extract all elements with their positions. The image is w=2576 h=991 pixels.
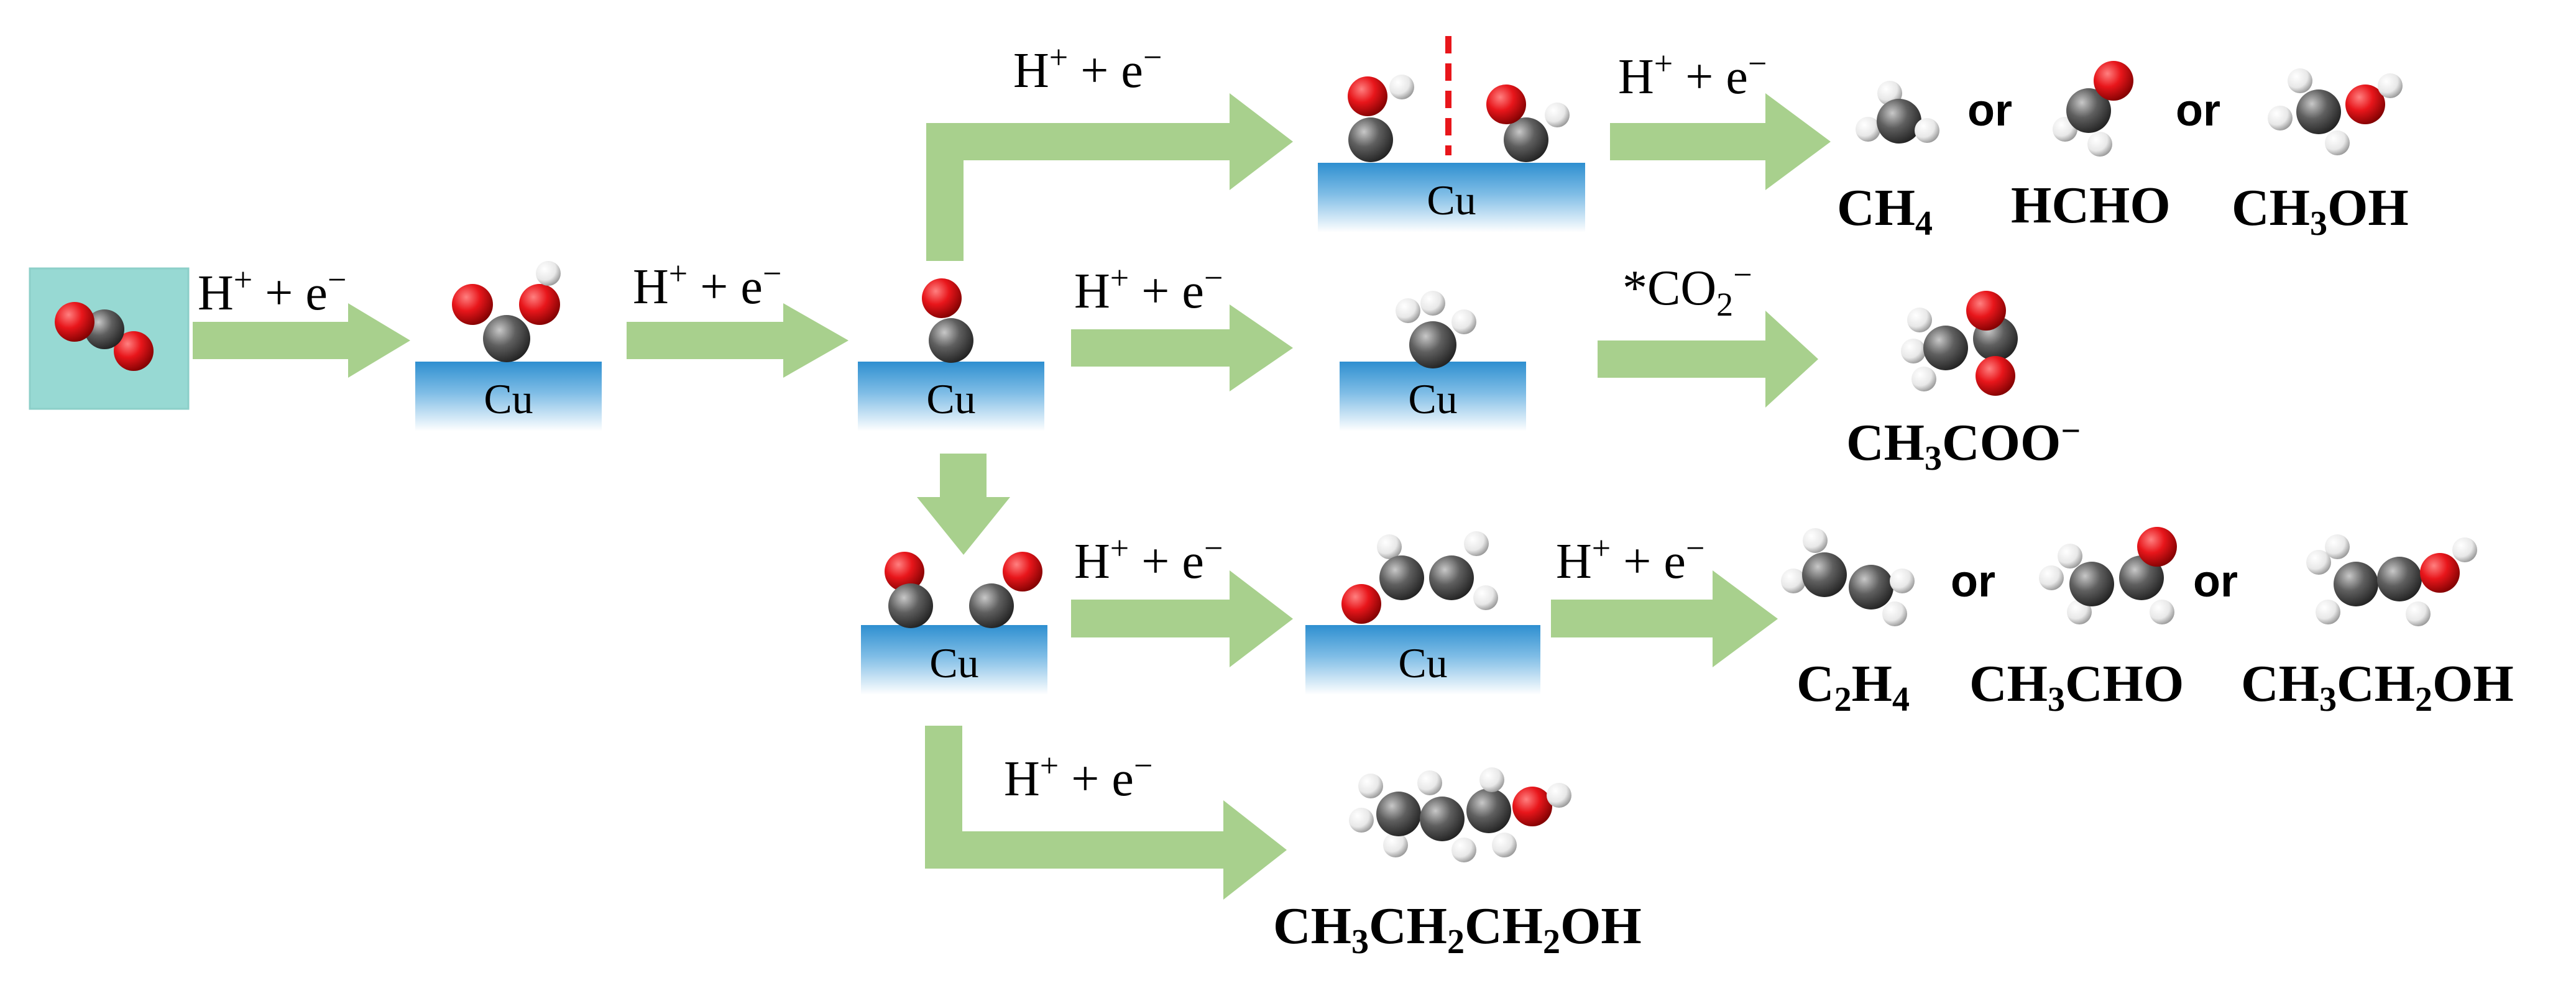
product-ch3ch2oh: CH3CH2OH — [2241, 655, 2514, 719]
ch4-molecule — [1856, 81, 1939, 144]
step-label-7: H+ + e− — [1556, 529, 1704, 589]
or-connector: or — [2193, 557, 2238, 606]
cu-surface-cooh — [415, 362, 602, 431]
ch3-adsorbate — [1396, 291, 1476, 368]
step-label-6: H+ + e− — [1074, 529, 1223, 589]
or-connector: or — [1951, 557, 1995, 606]
arrows — [193, 93, 1831, 900]
cu-label: Cu — [484, 375, 533, 422]
step-label-5: H+ + e− — [1618, 45, 1767, 104]
or-connector: or — [2176, 86, 2220, 135]
cooh-adsorbate — [452, 261, 561, 362]
step-label-2: H+ + e− — [633, 255, 781, 314]
product-ch3oh: CH3OH — [2232, 179, 2409, 243]
coh-adsorbate — [1348, 75, 1414, 162]
cu-surface-ch3 — [1340, 362, 1526, 431]
cu-surface-ococ — [861, 625, 1047, 695]
product-ch4: CH4 — [1837, 179, 1933, 243]
step-label-3: H+ + e− — [1013, 39, 1162, 98]
cu-label: Cu — [1398, 639, 1447, 687]
cu-surfaces — [415, 163, 1585, 695]
product-ch3cho: CH3CHO — [1969, 655, 2184, 719]
ch3ch2oh-molecule — [2306, 534, 2477, 626]
ch3oh-molecule — [2268, 68, 2403, 155]
arrow-ococ — [1071, 570, 1293, 667]
cu-label: Cu — [1427, 176, 1476, 224]
step-label-8: H+ + e− — [1004, 747, 1152, 806]
arrow-co-to-cho — [926, 93, 1293, 261]
oc-co-adsorbate — [885, 552, 1042, 628]
cho-adsorbate — [1486, 84, 1570, 162]
acetate-molecule — [1901, 291, 2018, 396]
cu-label: Cu — [929, 639, 978, 687]
co2-step-label: *CO2− — [1622, 256, 1752, 323]
cu-surface-cho — [1318, 163, 1585, 232]
arrow-co-to-ch3 — [1071, 304, 1293, 391]
product-hcho: HCHO — [2011, 176, 2171, 234]
arrow-co-down — [917, 454, 1010, 555]
arrow-cooh-to-co — [627, 303, 849, 378]
arrow-propanol — [925, 726, 1287, 900]
co-adsorbate — [922, 278, 973, 363]
propanol-molecule — [1349, 767, 1571, 862]
arrow-c2-products — [1551, 570, 1778, 667]
product-acetate: CH3COO− — [1846, 412, 2081, 478]
cu-surface-ochch2 — [1305, 625, 1540, 695]
arrow-cocho-to-c1 — [1610, 93, 1831, 190]
step-label-1: H+ + e− — [198, 261, 346, 321]
step-label-4: H+ + e− — [1074, 259, 1223, 319]
co2-molecule — [55, 302, 154, 371]
or-connector: or — [1967, 86, 2012, 135]
och-ch2-adsorbate — [1341, 531, 1498, 624]
arrow-co2-to-cooh — [193, 303, 410, 378]
product-propanol: CH3CH2CH2OH — [1273, 897, 1642, 961]
hcho-molecule — [2053, 61, 2133, 157]
c2h4-molecule — [1781, 528, 1915, 626]
arrow-ch3-to-acetate — [1598, 311, 1818, 408]
cu-surface-co — [858, 362, 1044, 431]
ch3cho-molecule — [2039, 527, 2177, 624]
cu-label: Cu — [926, 375, 975, 422]
product-c2h4: C2H4 — [1796, 655, 1910, 719]
molecules — [55, 61, 2477, 862]
cu-label: Cu — [1408, 375, 1457, 422]
